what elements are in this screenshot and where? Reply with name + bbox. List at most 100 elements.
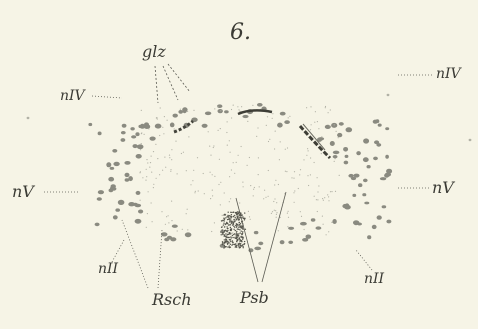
fine-dot [265, 197, 266, 198]
nucleus-dot [357, 223, 362, 226]
plug-dot [233, 219, 234, 220]
fine-dot [171, 220, 172, 221]
fine-dot [150, 162, 151, 163]
nucleus-dot [343, 147, 348, 152]
fine-dot [249, 216, 250, 217]
fine-dot [155, 144, 156, 145]
fine-dot [187, 229, 188, 230]
plug-dot [239, 237, 240, 238]
plug-dot [227, 243, 228, 244]
fine-dot [268, 141, 269, 142]
fine-dot [287, 213, 288, 214]
fine-dot [183, 152, 184, 153]
fine-dot [308, 185, 309, 186]
fine-dot [318, 128, 319, 129]
plug-dot [242, 246, 243, 247]
fine-dot [310, 129, 311, 130]
nucleus-dot [258, 242, 263, 246]
nucleus-dot [113, 162, 119, 166]
label-nv-left: nV [12, 184, 34, 200]
fine-dot [316, 199, 317, 200]
nucleus-dot [172, 225, 178, 228]
nucleus-dot [374, 140, 379, 144]
fine-dot [171, 159, 172, 160]
fine-dot [220, 110, 221, 111]
fine-dot [156, 178, 157, 179]
fine-dot [157, 158, 158, 159]
nucleus-dot [384, 173, 389, 177]
plug-dot [236, 232, 237, 233]
nucleus-dot [125, 173, 130, 177]
upper-mid-slit [238, 110, 272, 114]
plug-dot [241, 231, 242, 232]
nucleus-dot [380, 177, 386, 180]
plug-dot [231, 221, 232, 222]
nucleus-dot [224, 110, 229, 113]
nucleus-dot [288, 241, 293, 244]
fine-dot [180, 109, 181, 110]
fine-dot [186, 170, 187, 171]
fine-dot [258, 157, 259, 158]
plug-dot [240, 243, 241, 244]
plug-dot [238, 243, 239, 244]
nucleus-dot [333, 151, 340, 155]
plug-dot [225, 233, 226, 234]
nucleus-dot [373, 157, 378, 161]
plug-dot [241, 245, 242, 246]
nucleus-dot [122, 124, 127, 128]
fine-dot [274, 198, 275, 199]
fine-dot [177, 230, 178, 231]
nucleus-dot [95, 223, 100, 227]
plug-dot [225, 236, 226, 237]
plug-dot [236, 239, 237, 240]
nucleus-dot [386, 220, 391, 224]
fine-dot [175, 141, 176, 142]
fine-dot [247, 165, 248, 166]
plug-dot [223, 223, 224, 224]
plug-dot [225, 238, 226, 239]
plug-dot [230, 224, 231, 225]
fine-dot [230, 152, 231, 153]
fine-dot [231, 169, 232, 170]
nucleus-dot [316, 226, 322, 229]
fine-dot [254, 187, 255, 188]
nucleus-dot [173, 114, 178, 118]
fine-dot [149, 167, 150, 168]
fine-dot [242, 182, 243, 183]
fine-dot [335, 191, 336, 192]
plug-dot [233, 221, 234, 222]
leader-niv-left [92, 96, 122, 98]
fine-dot [142, 177, 143, 178]
fine-dot [214, 108, 215, 109]
fine-dot [273, 201, 274, 202]
fine-dot [287, 147, 288, 148]
fine-dot [164, 157, 165, 158]
fine-dot [317, 121, 318, 122]
nucleus-dot [354, 174, 360, 178]
plug-dot [236, 241, 237, 242]
leader-glz-1 [155, 66, 158, 103]
fine-dot [293, 192, 294, 193]
fine-dot [310, 106, 311, 107]
fine-dot [198, 190, 199, 191]
fine-dot [314, 196, 315, 197]
plug-dot [237, 224, 238, 225]
fine-dot [157, 118, 158, 119]
leader-rsch-2 [158, 230, 162, 288]
fine-dot [237, 106, 238, 107]
fine-dot [148, 191, 149, 192]
nucleus-dot [170, 123, 175, 128]
fine-dot [317, 191, 318, 192]
fine-dot [153, 187, 154, 188]
nucleus-dot [138, 125, 143, 128]
nucleus-dot [363, 157, 369, 162]
plug-dot [239, 229, 240, 230]
fine-dot [307, 148, 308, 149]
fine-dot [162, 127, 163, 128]
nucleus-dot [311, 218, 316, 221]
plug-dot [230, 218, 231, 219]
fine-dot [153, 151, 154, 152]
fine-dot [322, 216, 323, 217]
plug-dot [235, 230, 236, 231]
nucleus-dot [130, 127, 134, 130]
